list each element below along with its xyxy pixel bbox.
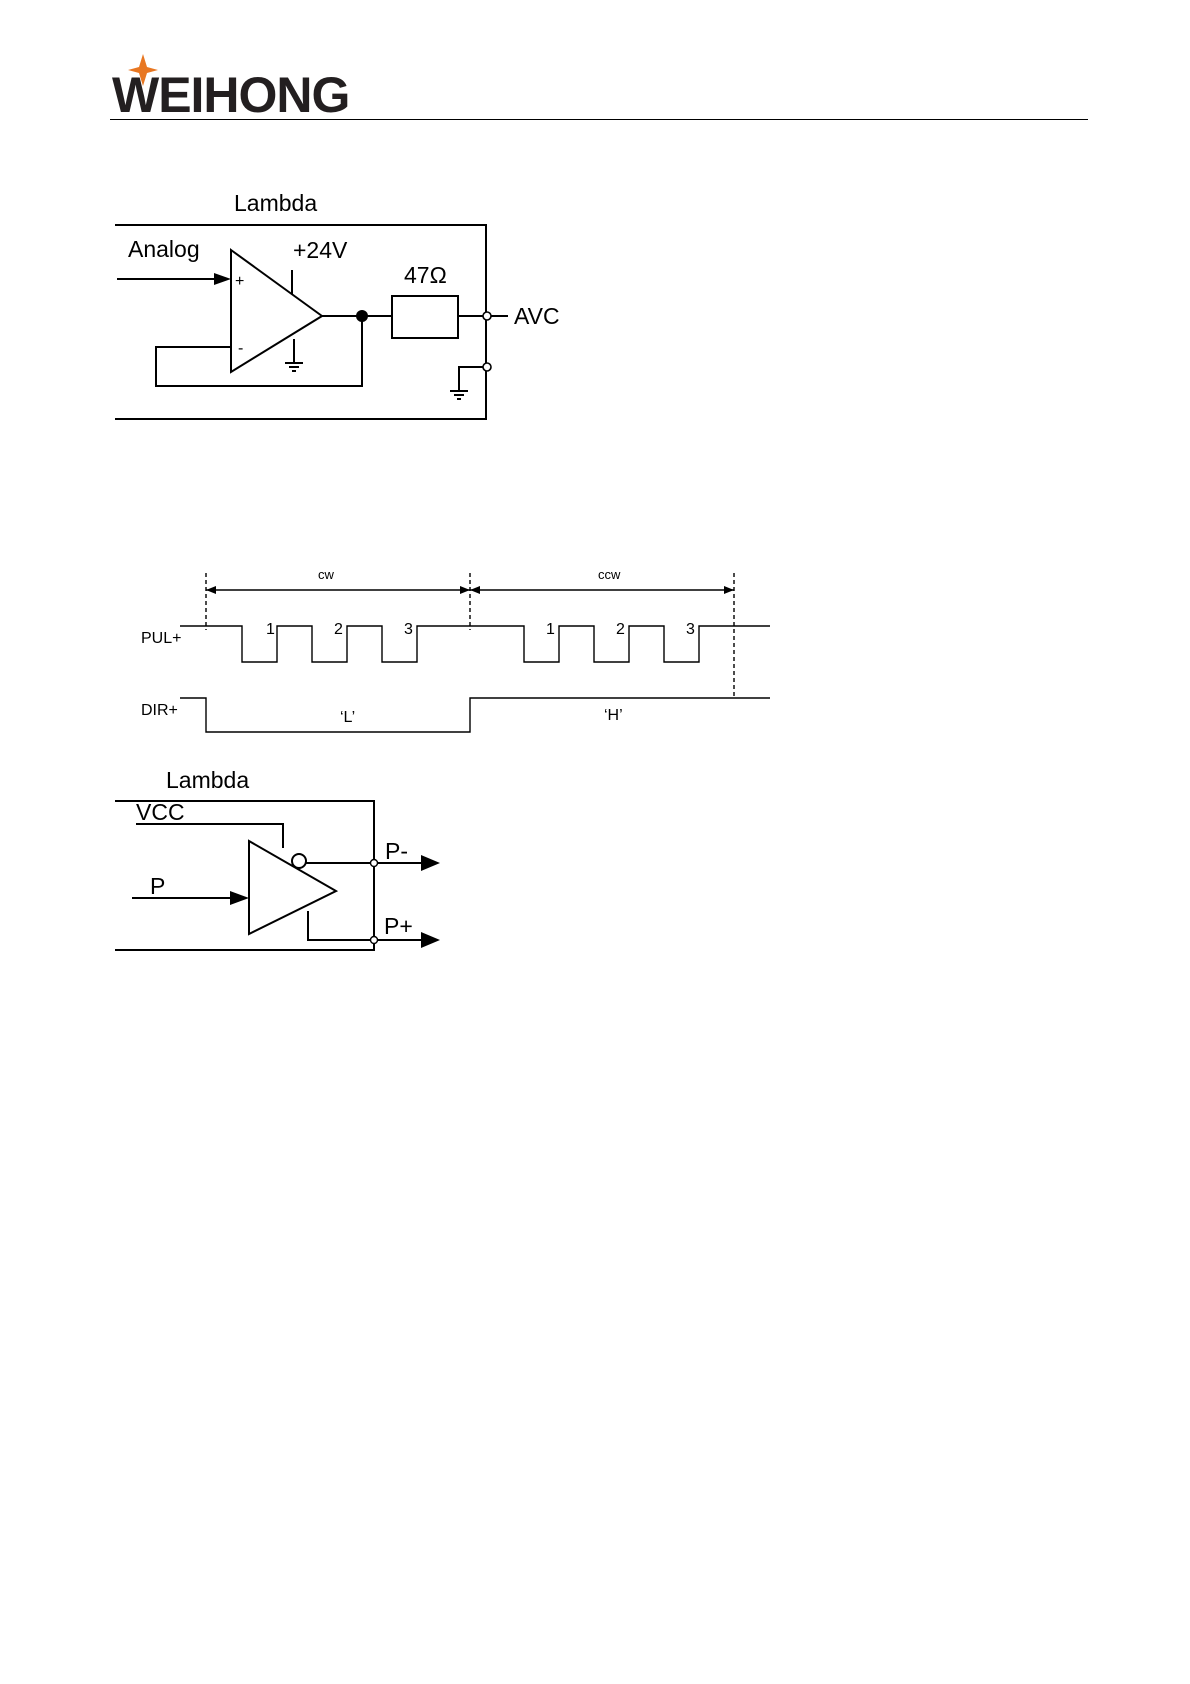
pulse-block-outline: [115, 801, 374, 950]
avc-terminal: [483, 312, 491, 320]
feedback-wire: [156, 316, 362, 386]
avc-output-label: AVC: [514, 303, 560, 329]
dir-signal-label: DIR+: [141, 702, 178, 719]
analog-input-arrow-icon: [214, 273, 231, 285]
analog-block-outline: [115, 225, 486, 419]
ground-terminal: [483, 363, 491, 371]
p-minus-arrow-icon: [421, 855, 440, 871]
ccw-pulse-1-label: 1: [546, 621, 555, 638]
inverting-sign: -: [238, 340, 243, 357]
p-plus-label: P+: [384, 913, 413, 939]
noninverted-output-wire: [308, 911, 370, 940]
dir-high-label: ‘H’: [604, 707, 623, 724]
weihong-logo: WEIHONG: [110, 52, 380, 122]
p-plus-arrow-icon: [421, 932, 440, 948]
inversion-bubble: [292, 854, 306, 868]
output-junction-dot: [356, 310, 368, 322]
analog-block-label: Lambda: [234, 190, 317, 216]
line-driver-symbol: [249, 841, 336, 934]
cw-label: cw: [318, 567, 335, 582]
resistor-label: 47Ω: [404, 262, 447, 288]
dir-waveform: [180, 698, 770, 732]
logo-text: WEIHONG: [112, 67, 349, 122]
pulse-input-label: P: [150, 873, 165, 899]
pul-waveform: [180, 626, 770, 662]
pulse-block-label: Lambda: [166, 767, 249, 793]
noninverting-sign: +: [235, 273, 244, 290]
op-amp-ground-icon: [285, 363, 303, 371]
cw-pulse-3-label: 3: [404, 621, 413, 638]
pul-signal-label: PUL+: [141, 630, 181, 647]
op-amp-symbol: [231, 250, 322, 372]
pulse-input-arrow-icon: [230, 891, 249, 905]
supply-label: +24V: [293, 237, 348, 263]
ccw-pulse-3-label: 3: [686, 621, 695, 638]
vcc-label: VCC: [136, 799, 185, 825]
dir-low-label: ‘L’: [340, 709, 355, 726]
ccw-pulse-2-label: 2: [616, 621, 625, 638]
dimension-arrow-icons: [206, 586, 734, 594]
analog-input-label: Analog: [128, 236, 200, 262]
p-minus-terminal: [371, 860, 378, 867]
p-plus-terminal: [371, 937, 378, 944]
vcc-wire: [136, 824, 283, 848]
resistor-47-ohm: [392, 296, 458, 338]
cw-pulse-2-label: 2: [334, 621, 343, 638]
p-minus-label: P-: [385, 838, 408, 864]
ccw-label: ccw: [598, 567, 621, 582]
cw-pulse-1-label: 1: [266, 621, 275, 638]
header-divider: [110, 119, 1088, 120]
terminal-ground-icon: [450, 391, 468, 399]
ground-return-wire: [459, 367, 462, 390]
